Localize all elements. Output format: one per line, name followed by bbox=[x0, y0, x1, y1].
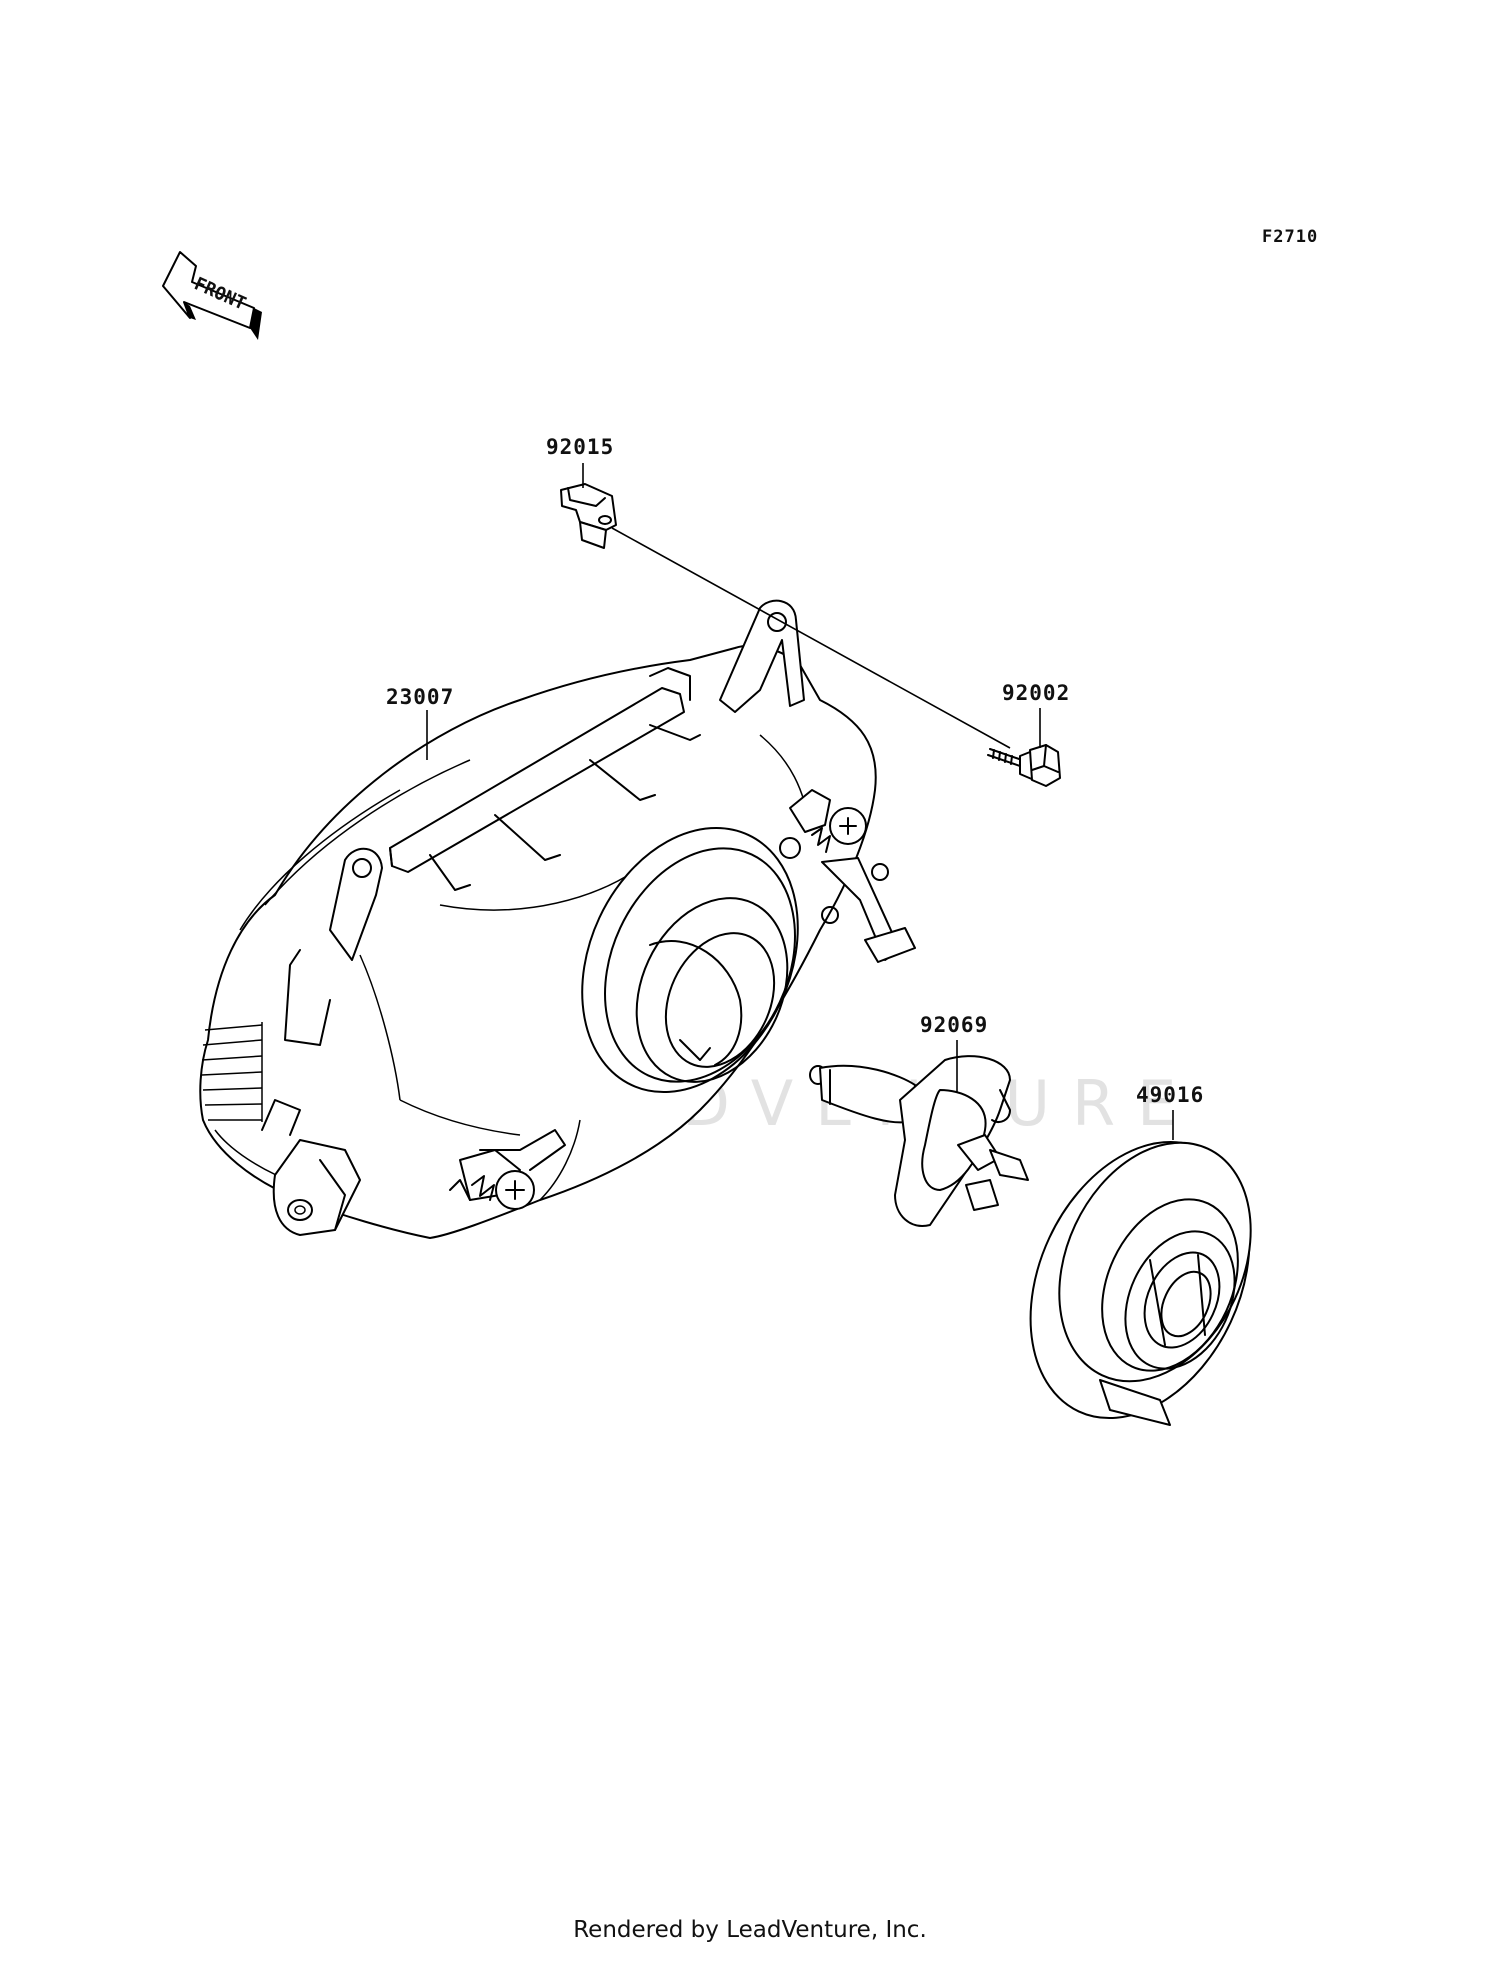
part-label-92002: 92002 bbox=[1002, 681, 1070, 705]
part-label-92015: 92015 bbox=[546, 435, 614, 459]
rear-bowl bbox=[581, 826, 799, 1094]
part-label-23007: 23007 bbox=[386, 685, 454, 709]
leader-lines bbox=[426, 463, 1174, 1140]
upper-adjuster bbox=[779, 789, 916, 963]
lower-adjuster bbox=[449, 1129, 566, 1210]
front-arrow-icon: FRONT bbox=[162, 251, 262, 340]
diagram-ref-code: F2710 bbox=[1262, 227, 1318, 247]
footer-credit: Rendered by LeadVenture, Inc. bbox=[573, 1917, 927, 1943]
bulb-92069[interactable] bbox=[809, 1055, 1029, 1227]
part-label-49016: 49016 bbox=[1136, 1083, 1204, 1107]
clip-nut-92015[interactable] bbox=[560, 483, 617, 549]
bolt-92002[interactable] bbox=[987, 744, 1061, 787]
part-label-92069: 92069 bbox=[920, 1013, 988, 1037]
headlamp-housing-23007[interactable] bbox=[199, 599, 916, 1239]
bulb-cover-49016[interactable] bbox=[988, 1106, 1292, 1453]
